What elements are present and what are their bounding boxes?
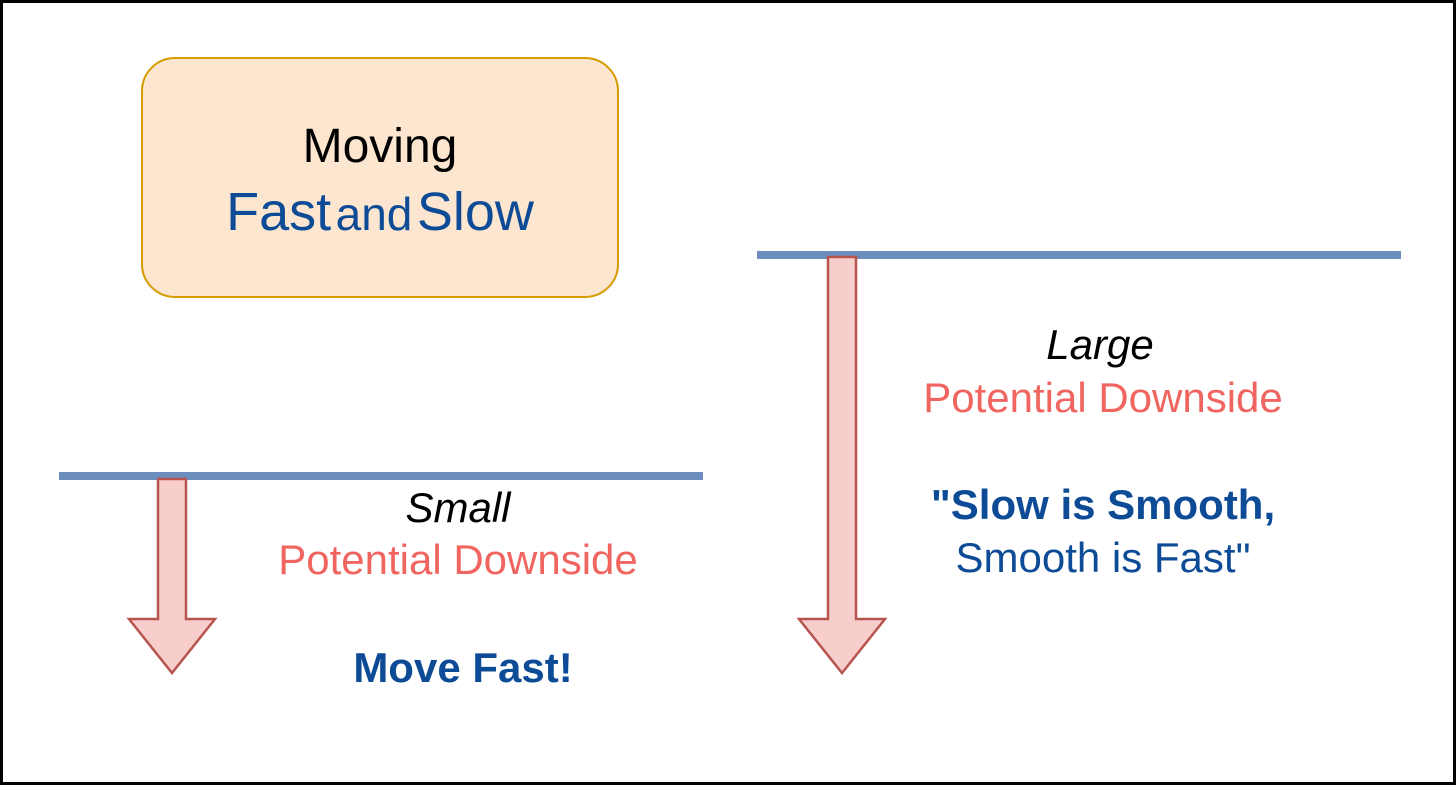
large-downside-level-line <box>757 251 1401 259</box>
quote-line-1: "Slow is Smooth, <box>930 481 1276 528</box>
quote-line-2: Smooth is Fast" <box>955 534 1251 581</box>
small-label: Small <box>405 484 511 531</box>
title-fast-and-slow: Fast and Slow <box>143 181 617 243</box>
title-box: Moving Fast and Slow <box>141 57 619 298</box>
large-potential-downside: Potential Downside <box>923 374 1283 421</box>
move-fast-advice: Move Fast! <box>353 644 573 691</box>
title-fast: Fast <box>226 182 332 242</box>
small-downside-arrow <box>126 477 218 676</box>
large-label: Large <box>1046 321 1154 368</box>
small-potential-downside: Potential Downside <box>278 536 638 583</box>
title-moving: Moving <box>302 120 458 173</box>
title-and: and <box>335 188 413 240</box>
small-downside-level-line <box>59 472 703 480</box>
title-slow: Slow <box>416 182 534 242</box>
large-downside-arrow <box>796 255 888 676</box>
